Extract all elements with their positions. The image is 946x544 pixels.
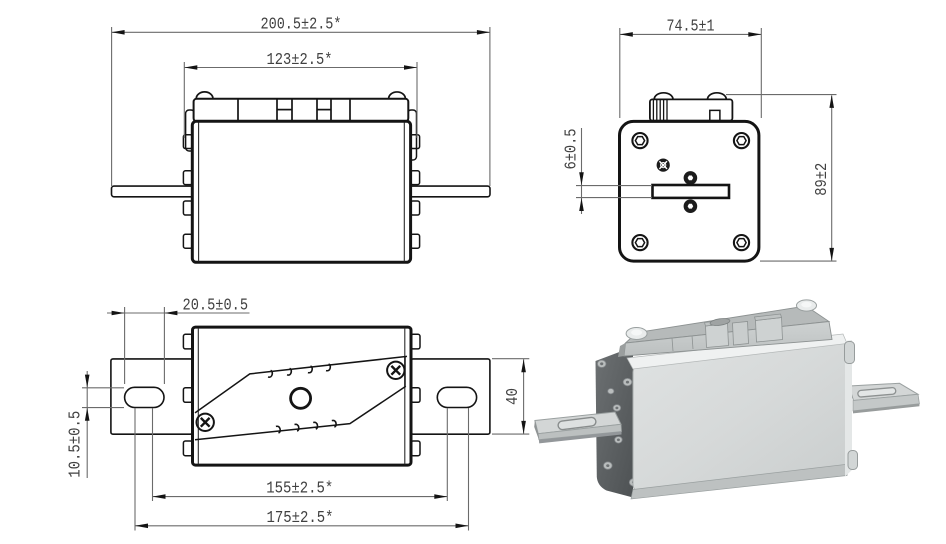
svg-text:123±2.5*: 123±2.5*: [267, 51, 333, 70]
svg-text:74.5±1: 74.5±1: [667, 18, 715, 37]
svg-text:10.5±0.5: 10.5±0.5: [67, 411, 86, 478]
svg-text:20.5±0.5: 20.5±0.5: [183, 297, 249, 316]
svg-text:6±0.5: 6±0.5: [563, 129, 582, 170]
svg-text:175±2.5*: 175±2.5*: [267, 509, 334, 528]
svg-text:155±2.5*: 155±2.5*: [266, 480, 333, 499]
svg-text:89±2: 89±2: [813, 163, 832, 196]
svg-text:40: 40: [504, 388, 523, 405]
svg-text:200.5±2.5*: 200.5±2.5*: [261, 16, 342, 35]
